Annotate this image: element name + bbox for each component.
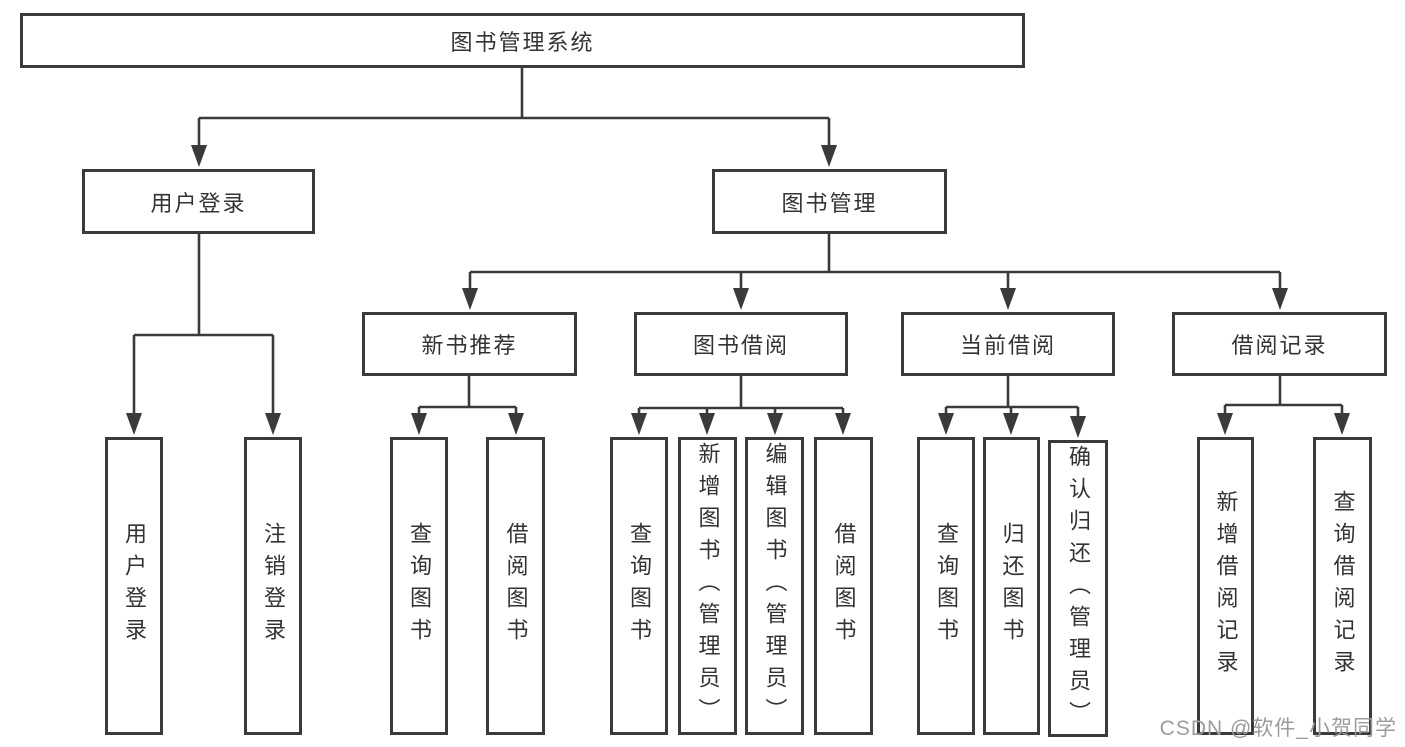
connector-book-mgmt-to-level3 [468, 234, 1282, 295]
node-label: 查询借阅记录 [1330, 490, 1356, 682]
node-book-management: 图书管理 [712, 169, 947, 234]
node-label: 编辑图书（管理员） [762, 442, 788, 730]
arrowheads [126, 145, 1350, 438]
node-label: 新增图书（管理员） [695, 442, 721, 730]
node-label: 图书管理系统 [450, 29, 595, 55]
leaf-query-books-current: 查询图书 [917, 437, 975, 735]
node-label: 借阅记录 [1231, 333, 1328, 358]
node-label: 借阅图书 [831, 522, 857, 650]
node-label: 图书管理 [781, 190, 878, 216]
node-label: 新书推荐 [421, 333, 518, 358]
leaf-query-books-recommend: 查询图书 [390, 437, 448, 735]
leaf-query-borrow-record: 查询借阅记录 [1313, 437, 1372, 735]
leaf-borrow-books-recommend: 借阅图书 [486, 437, 545, 735]
node-label: 用户登录 [150, 190, 247, 216]
node-label: 查询图书 [934, 522, 959, 650]
leaf-edit-book-admin: 编辑图书（管理员） [745, 437, 804, 735]
node-label: 查询图书 [627, 522, 652, 650]
connector-root-to-level2 [197, 68, 831, 150]
node-user-login: 用户登录 [82, 169, 315, 234]
node-label: 注销登录 [261, 522, 286, 650]
connector-new-book-to-leaves [417, 376, 518, 420]
node-label: 新增借阅记录 [1213, 490, 1239, 682]
leaf-logout: 注销登录 [244, 437, 302, 735]
leaf-borrow-books: 借阅图书 [814, 437, 873, 735]
node-label: 当前借阅 [959, 333, 1056, 358]
node-current-borrow: 当前借阅 [901, 312, 1115, 376]
leaf-confirm-return-admin: 确认归还（管理员） [1048, 440, 1108, 737]
leaf-add-borrow-record: 新增借阅记录 [1197, 437, 1254, 735]
leaf-return-books: 归还图书 [983, 437, 1040, 735]
node-new-book-recommend: 新书推荐 [362, 312, 577, 376]
connector-borrow-records-to-leaves [1223, 376, 1344, 420]
leaf-user-login: 用户登录 [105, 437, 163, 735]
node-library-system: 图书管理系统 [20, 13, 1025, 68]
connector-user-login-to-leaves [132, 234, 275, 420]
node-label: 图书借阅 [692, 333, 789, 358]
node-label: 用户登录 [122, 522, 147, 650]
node-label: 查询图书 [407, 522, 432, 650]
node-book-borrow: 图书借阅 [634, 312, 848, 376]
node-label: 归还图书 [999, 522, 1025, 650]
connector-book-borrow-to-leaves [637, 376, 845, 420]
leaf-add-book-admin: 新增图书（管理员） [678, 437, 737, 735]
node-borrow-records: 借阅记录 [1172, 312, 1387, 376]
node-label: 确认归还（管理员） [1066, 444, 1091, 733]
node-label: 借阅图书 [503, 522, 529, 650]
leaf-query-books-borrow: 查询图书 [610, 437, 668, 735]
csdn-watermark: CSDN @软件_小贺同学 [1159, 717, 1397, 740]
